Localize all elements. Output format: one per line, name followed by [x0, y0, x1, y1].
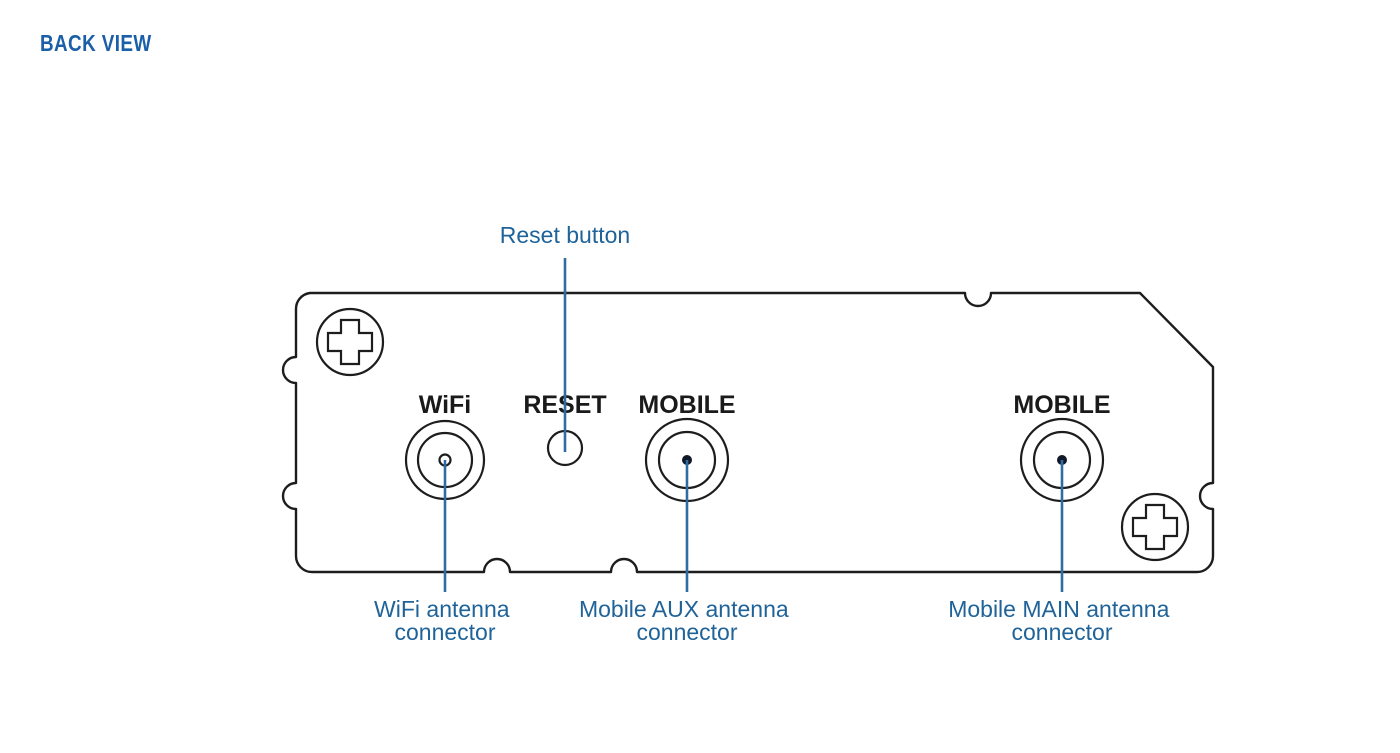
- port-label-mobile-main: MOBILE: [1013, 391, 1110, 419]
- callout-mobile-aux-antenna-connector: Mobile AUX antenna connector: [579, 596, 795, 645]
- callout-mobile-main-antenna-connector: Mobile MAIN antenna connector: [948, 596, 1176, 645]
- enclosure-outline: [281, 291, 1215, 574]
- callout-mobile-aux-antenna-line-2: connector: [636, 619, 737, 645]
- port-label-mobile-aux: MOBILE: [638, 391, 735, 419]
- callout-wifi-antenna-connector: WiFi antenna connector: [374, 596, 516, 645]
- callout-reset-button: Reset button: [500, 222, 630, 248]
- port-label-wifi: WiFi: [419, 391, 472, 419]
- screw-bottom-right: [1120, 492, 1190, 562]
- callout-wifi-antenna-line-2: connector: [394, 619, 495, 645]
- callout-mobile-aux-antenna-line-1: Mobile AUX antenna: [579, 596, 789, 622]
- page-title: BACK VIEW: [40, 30, 152, 56]
- callout-wifi-antenna-line-1: WiFi antenna: [374, 596, 510, 622]
- callout-reset-button-line-1: Reset button: [500, 222, 630, 248]
- device-enclosure: [281, 291, 1215, 574]
- callout-mobile-main-antenna-line-2: connector: [1011, 619, 1112, 645]
- screw-top-left: [315, 307, 385, 377]
- callout-mobile-main-antenna-line-1: Mobile MAIN antenna: [948, 596, 1169, 622]
